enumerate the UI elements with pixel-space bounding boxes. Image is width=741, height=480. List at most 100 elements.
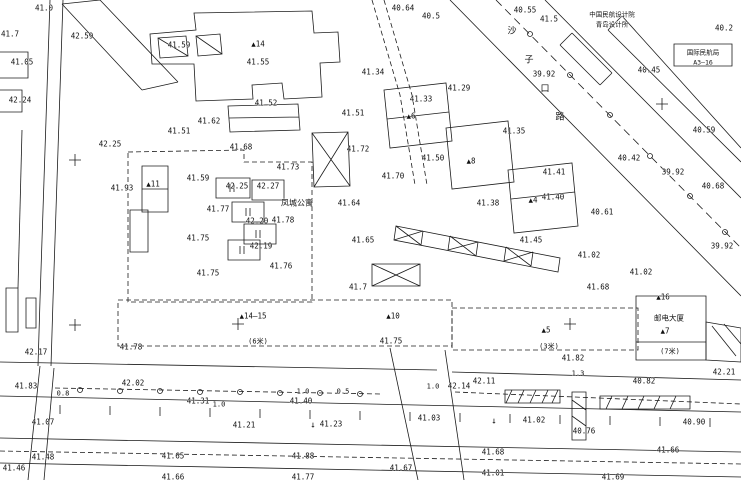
elevation-label: 42.11 [473,377,496,386]
elevation-label: 42.21 [713,368,736,377]
elevation-label: 41.59 [168,41,191,50]
annotation-box [674,44,732,66]
elevation-label: 42.17 [25,348,48,357]
elevation-label: 42.14 [448,382,471,391]
elevation-label: 42.27 [257,182,280,191]
elevation-label: 41.21 [233,421,256,430]
street-name-char: 路 [555,111,564,123]
elevation-label: 41.93 [111,184,134,193]
building-number: ▲16 [656,293,670,302]
elevation-label: 41.52 [255,99,278,108]
tree-symbols [78,32,728,397]
elevation-label: 40.45 [638,66,661,75]
elevation-label: 41.76 [270,262,293,271]
elevation-label: 41.02 [578,251,601,260]
elevation-label: 40.68 [702,182,725,191]
distance-label: 1.0 [427,383,440,391]
distance-label: 0.5 [337,388,350,396]
elevation-label: 41.64 [338,199,361,208]
elevation-label: 41.68 [587,283,610,292]
building-number: ▲4 [528,196,538,205]
elevation-label: 41.0 [35,4,54,13]
building-number: ▲14—15 [239,312,266,321]
building-number: ▲5 [541,326,550,335]
elevation-label: 42.25 [226,182,249,191]
building-name: 邮电大厦 [654,313,684,323]
elevation-label: 41.38 [477,199,500,208]
elevation-label: 41.77 [207,205,230,214]
elevation-label: 41.78 [120,343,143,352]
elevation-label: 39.92 [662,168,685,177]
street-name-char: 口 [540,85,549,95]
building-14 [150,11,340,101]
distance-label: 1.3 [572,370,585,378]
elevation-label: 41.7 [349,283,367,292]
building-number: ▲6 [406,112,416,121]
elevation-label: 41.7 [1,30,19,39]
annotation-text: 中国民航设计院 [589,10,635,19]
elevation-label: 41.02 [630,268,653,277]
street-name-char: 沙 [507,26,516,37]
building-8 [446,121,514,189]
elevation-label: 41.35 [503,127,526,136]
elevation-label: 41.31 [187,397,210,406]
elevation-label: 42.20 [246,217,269,226]
building-4 [508,163,578,233]
lamp-post-symbols [60,405,710,427]
median-hatching [505,390,690,440]
elevation-label: 41.66 [162,473,185,480]
elevation-label: 41.88 [292,452,315,461]
elevation-label: 41.75 [380,337,403,346]
annotation-text: A3—16 [693,59,713,67]
elevation-label: 41.40 [542,193,565,202]
distance-label: 0.8 [57,390,70,398]
width-note: (6米) [248,337,268,346]
elevation-label: 41.67 [390,464,413,473]
elevation-label: 42.59 [71,32,94,41]
elevation-label: 41.78 [272,216,295,225]
distance-label: 1.0 [213,401,226,409]
elevation-label: 41.03 [418,414,441,423]
elevation-label: 40.82 [633,377,656,386]
elevation-label: 41.75 [197,269,220,278]
elevation-label: 41.45 [520,236,543,245]
elevation-label: 41.07 [32,418,55,427]
building-outlines [0,0,741,362]
elevation-label: 41.59 [187,174,210,183]
parcel-boundaries [118,150,638,350]
elevation-label: 41.69 [602,473,625,480]
elevation-label: 41.83 [15,382,38,391]
elevation-label: 41.48 [32,453,55,462]
elevation-label: 41.51 [168,127,191,136]
building-11 [142,166,168,212]
building-6 [384,83,452,148]
elevation-label: 42.24 [9,96,32,105]
arrow-symbol: ↓ [491,417,496,427]
elevation-label: 41.34 [362,68,385,77]
width-note: (7米) [660,347,680,356]
elevation-label: 41.51 [342,109,365,118]
elevation-label: 41.82 [562,354,585,363]
elevation-label: 41.40 [290,397,313,406]
elevation-label: 41.68 [230,143,253,152]
annotation-text: 国际民航局 [687,48,720,57]
elevation-label: 41.73 [277,163,300,172]
elevation-label: 42.19 [250,242,273,251]
elevation-label: 40.2 [715,24,733,33]
elevation-label: 41.72 [347,145,370,154]
elevation-label: 41.05 [11,58,34,67]
elevation-label: 40.76 [573,427,596,436]
elevation-label: 41.66 [657,446,680,455]
building-name: 凤城公寓 [281,198,313,208]
label-layer: 41.0 41.7 42.59 41.05 42.24 42.25 41.93 42.17 41… [1,3,736,480]
elevation-label: 41.77 [292,473,315,480]
elevation-label: 40.55 [514,6,537,15]
elevation-label: 41.65 [352,236,375,245]
elevation-label: 41.23 [320,420,343,429]
building-number: ▲11 [146,180,160,189]
elevation-label: 40.59 [693,126,716,135]
elevation-label: 40.64 [392,4,415,13]
elevation-label: 41.01 [482,469,505,478]
